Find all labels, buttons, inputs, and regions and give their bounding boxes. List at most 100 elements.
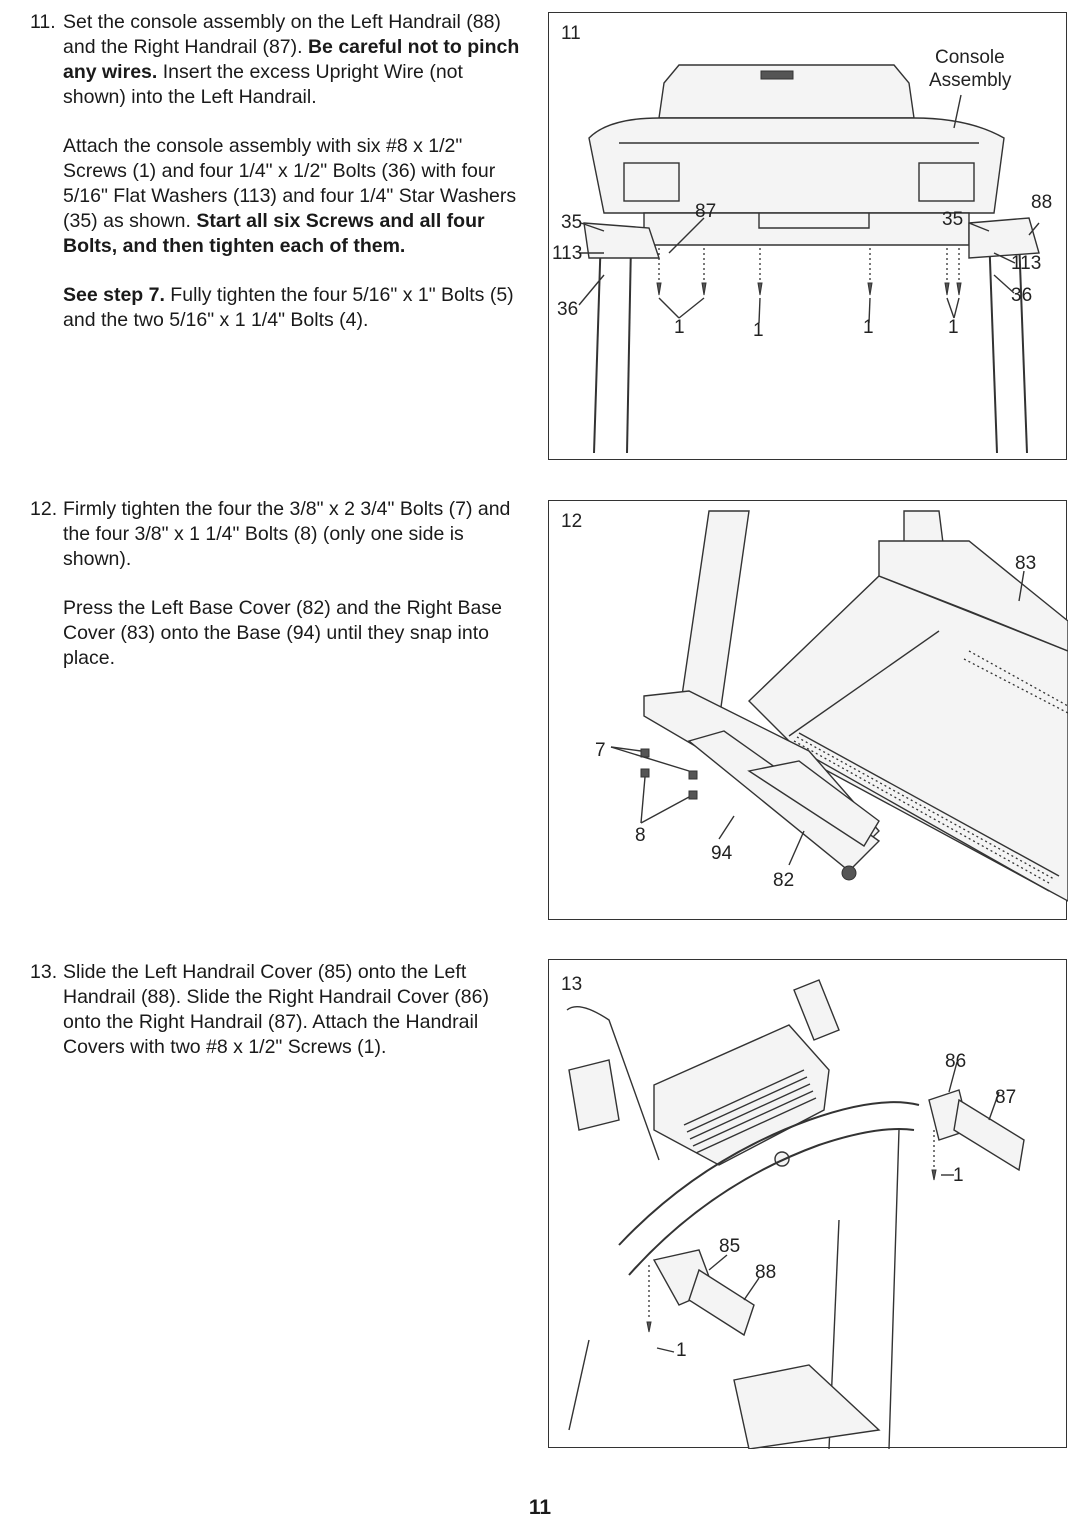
left-handrail-88: [688, 1268, 755, 1337]
figure-step-11: 11 Console Assembly 88 87 35 35 113 113 …: [548, 12, 1067, 460]
step-11-text: 11. Set the console assembly on the Left …: [30, 10, 520, 357]
step-11-p1-text-c: Insert the excess Upright Wire (not show…: [63, 61, 463, 108]
right-handrail-outer: [988, 232, 998, 454]
perforation-row-1: [793, 740, 1050, 884]
left-screw: [646, 1321, 652, 1333]
leader-lines: [656, 1061, 1000, 1353]
step-13-paragraph-1: 13.Slide the Left Handrail Cover (85) on…: [30, 960, 520, 1060]
side-panel: [568, 1059, 620, 1131]
label-8: 8: [635, 825, 646, 846]
label-7: 7: [595, 740, 606, 761]
right-handrail-87: [953, 1098, 1025, 1172]
step-11-p2-bold: Start all six Screws and all four Bolts,…: [63, 210, 485, 257]
label-88: 88: [1031, 192, 1052, 213]
handrail-arch-inner: [628, 1128, 915, 1276]
step-11-p2-text-a: Attach the console assembly with six #8 …: [63, 135, 517, 232]
label-94: 94: [711, 843, 733, 864]
console-label-line-2: Assembly: [929, 70, 1012, 91]
console-top-piece: [793, 979, 840, 1041]
label-113-right: 113: [1011, 253, 1041, 274]
left-handrail-inner: [626, 242, 632, 454]
console-slot: [760, 70, 794, 80]
step-11-p1-text-a: Set the console assembly on the Left Han…: [63, 11, 501, 58]
step-11-caution: Be careful not to pinch any wires.: [63, 36, 520, 83]
wheel: [841, 865, 857, 881]
screw-dashes: [658, 248, 960, 281]
label-83: 83: [1015, 553, 1036, 574]
figure-step-13: 13 86 87 1 85 88 1: [548, 959, 1067, 1449]
figure-13-step-label: 13: [561, 974, 582, 995]
console-body: [588, 117, 1005, 214]
console-side: [566, 1006, 660, 1161]
step-12-p1-text: Firmly tighten the four the 3/8" x 2 3/4…: [63, 498, 511, 570]
frame-line-left: [568, 1339, 590, 1431]
label-1-left: 1: [676, 1340, 687, 1361]
right-handrail-inner: [1018, 237, 1028, 454]
right-handrail-mount: [968, 217, 1040, 259]
label-1-b: 1: [753, 320, 764, 341]
label-85: 85: [719, 1236, 740, 1257]
bolt-8-a: [640, 768, 650, 778]
screws: [656, 282, 962, 296]
leader-lines: [610, 570, 1025, 866]
label-88: 88: [755, 1262, 776, 1283]
bracket-notch: [758, 213, 870, 229]
label-1-a: 1: [674, 317, 685, 338]
step-12-p2-text: Press the Left Base Cover (82) and the R…: [63, 597, 502, 669]
left-console-cutout: [623, 162, 680, 202]
deck-edge: [788, 630, 940, 737]
label-86: 86: [945, 1051, 966, 1072]
label-36-right: 36: [1011, 285, 1032, 306]
label-87: 87: [995, 1087, 1016, 1108]
base-94: [687, 730, 881, 872]
step-11-number: 11.: [30, 11, 56, 33]
base-cover: [733, 1364, 881, 1449]
label-35-left: 35: [561, 212, 582, 233]
label-113-left: 113: [552, 243, 582, 264]
step-13-number: 13.: [30, 961, 58, 983]
left-handrail-outer: [593, 232, 602, 454]
step-12-paragraph-2: Press the Left Base Cover (82) and the R…: [30, 596, 520, 671]
figure-11-step-label: 11: [561, 23, 581, 44]
belt-edge-1: [783, 740, 1050, 892]
step-11-p3-text: Fully tighten the four 5/16" x 1" Bolts …: [63, 284, 514, 331]
figure-step-12: 12 83 7 8 94 82: [548, 500, 1068, 920]
step-12-text: 12.Firmly tighten the four the 3/8" x 2 …: [30, 497, 520, 695]
perforation-row-3: [968, 650, 1068, 707]
right-screw: [931, 1169, 937, 1181]
left-base-cover-82: [747, 760, 880, 847]
figure-12-step-label: 12: [561, 511, 582, 532]
step-11-paragraph-1: 11. Set the console assembly on the Left …: [30, 10, 520, 110]
step-12-number: 12.: [30, 498, 58, 520]
console-assembly-illustration: 11 Console Assembly 88 87 35 35 113 113 …: [552, 23, 1052, 454]
label-1-d: 1: [948, 317, 959, 338]
step-13-p1-text: Slide the Left Handrail Cover (85) onto …: [63, 961, 489, 1058]
label-35-right: 35: [942, 209, 963, 230]
step-11-paragraph-2: Attach the console assembly with six #8 …: [30, 134, 520, 259]
right-console-cutout: [918, 162, 975, 202]
base-cover-illustration: 12 83 7 8 94 82: [561, 510, 1068, 902]
label-1-right: 1: [953, 1165, 964, 1186]
bolt-7-b: [688, 770, 698, 780]
label-36-left: 36: [557, 299, 578, 320]
bolt-7-a: [640, 748, 650, 758]
handrail-cover-illustration: 13 86 87 1 85 88 1: [561, 974, 1025, 1449]
step-13-text: 13.Slide the Left Handrail Cover (85) on…: [30, 960, 520, 1084]
right-base-cover: [878, 540, 1068, 652]
left-upright: [678, 510, 750, 722]
step-11-see-step: See step 7.: [63, 284, 165, 306]
bolt-8-b: [688, 790, 698, 800]
console-vents: [683, 1069, 817, 1154]
console-label-line-1: Console: [935, 47, 1005, 68]
leader-lines: [578, 94, 1040, 324]
belt-edge-2: [798, 732, 1060, 877]
handrail-arch-outer: [618, 1101, 920, 1246]
label-1-c: 1: [863, 317, 874, 338]
step-12-paragraph-1: 12.Firmly tighten the four the 3/8" x 2 …: [30, 497, 520, 572]
frame-line-right: [888, 1129, 900, 1449]
step-11-paragraph-3: See step 7. Fully tighten the four 5/16"…: [30, 283, 520, 333]
perforation-row-2: [796, 736, 1055, 880]
label-82: 82: [773, 870, 794, 891]
label-87: 87: [695, 201, 716, 222]
page-number: 11: [528, 1496, 552, 1519]
